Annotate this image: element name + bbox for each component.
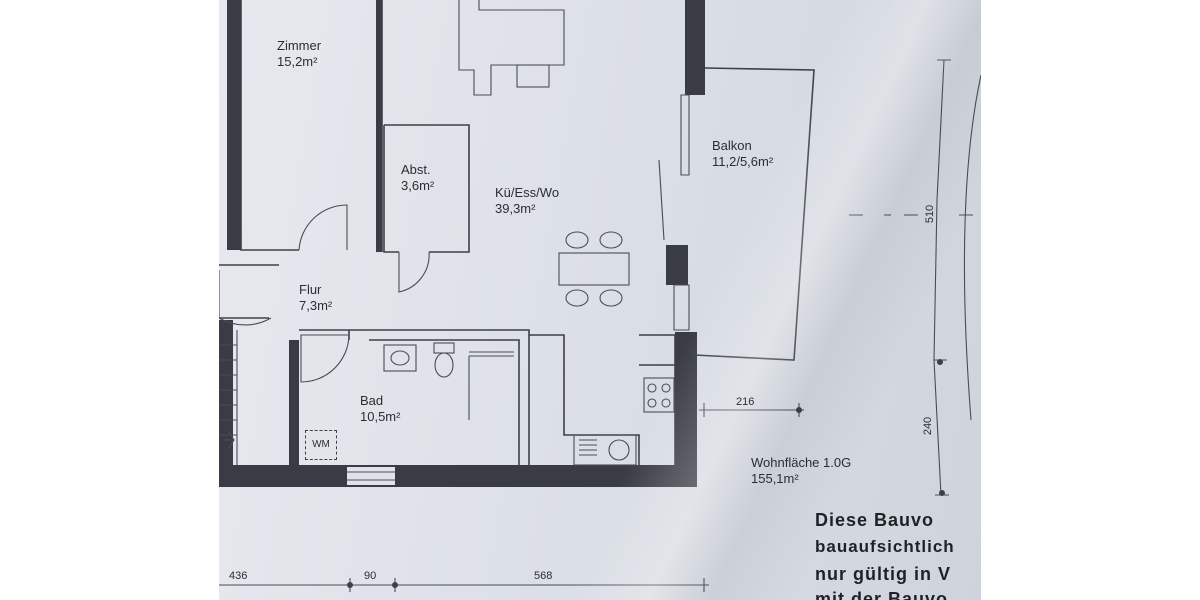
chair-1 (565, 231, 589, 249)
notice-line-4: mit der Bauvo (815, 589, 949, 600)
stove (643, 377, 675, 413)
bad-area: 10,5m² (360, 409, 401, 424)
balcony-outline (693, 67, 815, 361)
kitchen-counter (639, 334, 676, 465)
balkon-name: Balkon (712, 138, 752, 153)
door-zimmer (298, 204, 348, 251)
burner-4 (661, 398, 671, 408)
washbasin (383, 344, 417, 372)
bad-name: Bad (360, 393, 384, 408)
wohnflaeche-label: Wohnfläche 1.0G (751, 455, 852, 470)
zimmer-name: Zimmer (277, 38, 322, 53)
kueche-name: Kü/Ess/Wo (495, 185, 560, 200)
chair-3 (565, 289, 589, 307)
dim-216: 216 (736, 396, 755, 408)
bad-inner (369, 339, 520, 465)
wohnflaeche-value: 155,1m² (751, 471, 799, 486)
door-abst (398, 251, 430, 293)
flur-line (219, 264, 279, 319)
toilet-bowl (434, 352, 454, 378)
balcony-slide (658, 159, 665, 241)
wall-right-lower (675, 332, 697, 487)
stair-arrow (224, 431, 235, 449)
door-flur (219, 270, 272, 326)
balkon-area: 11,2/5,6m² (712, 154, 774, 169)
notice-line-2: bauaufsichtlich (815, 537, 955, 556)
dim-240: 240 (922, 416, 935, 436)
burner-1 (647, 383, 657, 393)
balcony-door (673, 284, 690, 331)
wall-bottom (219, 465, 697, 487)
wall-column (666, 245, 688, 285)
stool-top (516, 64, 550, 88)
room-label-zimmer: Zimmer 15,2m² (277, 38, 321, 70)
wohnflaeche-summary: Wohnfläche 1.0G 155,1m² (751, 455, 851, 487)
floor-plan-photo: Zimmer 15,2m² Abst. 3,6m² Kü/Ess/Wo 39,3… (219, 0, 981, 600)
room-label-kueche: Kü/Ess/Wo 39,3m² (495, 185, 559, 217)
notice-line-1: Diese Bauvo (815, 510, 935, 530)
abst-outline (383, 124, 470, 253)
flur-name: Flur (299, 282, 322, 297)
floor-plan-drawing (219, 0, 981, 592)
flur-area: 7,3m² (299, 298, 333, 313)
dining-table (558, 252, 630, 286)
room-label-balkon: Balkon 11,2/5,6m² (712, 138, 773, 170)
sink-lines (579, 439, 597, 456)
curve-right (963, 74, 981, 421)
abst-area: 3,6m² (401, 178, 435, 193)
room-label-bad: Bad 10,5m² (360, 393, 400, 425)
dim-90: 90 (364, 570, 377, 582)
dim-436: 436 (229, 570, 248, 582)
balcony-glass (680, 94, 690, 176)
shower (468, 351, 514, 420)
dim-line-vertical (933, 59, 945, 496)
door-bad (300, 334, 350, 383)
dim-510: 510 (924, 204, 937, 224)
wall-left (227, 0, 241, 250)
chair-2 (599, 231, 623, 249)
dim-568: 568 (534, 570, 553, 582)
washbasin-bowl (390, 350, 410, 366)
burner-2 (661, 383, 671, 393)
kitchen-island-top (458, 0, 565, 96)
room-label-abst: Abst. 3,6m² (401, 162, 434, 194)
stairs (219, 330, 238, 465)
kitchen-outline (529, 334, 640, 465)
notice-line-3: nur gültig in V (815, 564, 951, 584)
sink (573, 434, 637, 466)
kueche-area: 39,3m² (495, 201, 536, 216)
wall-bath-left (289, 340, 299, 470)
chair-4 (599, 289, 623, 307)
room-label-flur: Flur 7,3m² (299, 282, 332, 314)
wall-zimmer-right (376, 0, 382, 252)
washing-machine-label: WM (305, 430, 337, 460)
zimmer-outline (240, 0, 299, 251)
wall-top-right (685, 0, 705, 95)
burner-3 (647, 398, 657, 408)
zimmer-area: 15,2m² (277, 54, 318, 69)
sink-bowl (608, 439, 630, 461)
abst-name: Abst. (401, 162, 431, 177)
